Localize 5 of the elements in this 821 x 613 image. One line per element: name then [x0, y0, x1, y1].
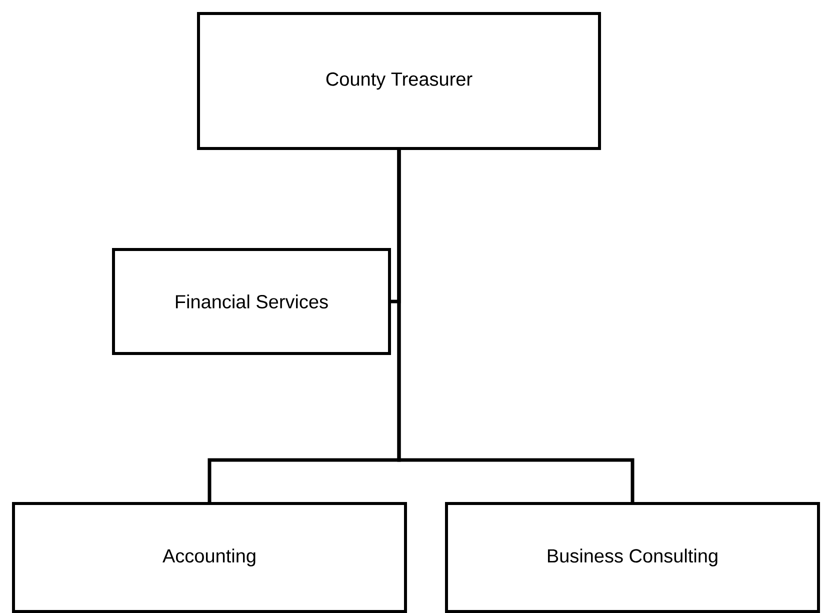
- org-box: Business Consulting: [445, 502, 820, 613]
- org-box: Accounting: [12, 502, 407, 613]
- connector-line: [397, 150, 634, 502]
- org-box: Financial Services: [112, 248, 391, 355]
- org-box: County Treasurer: [197, 12, 601, 150]
